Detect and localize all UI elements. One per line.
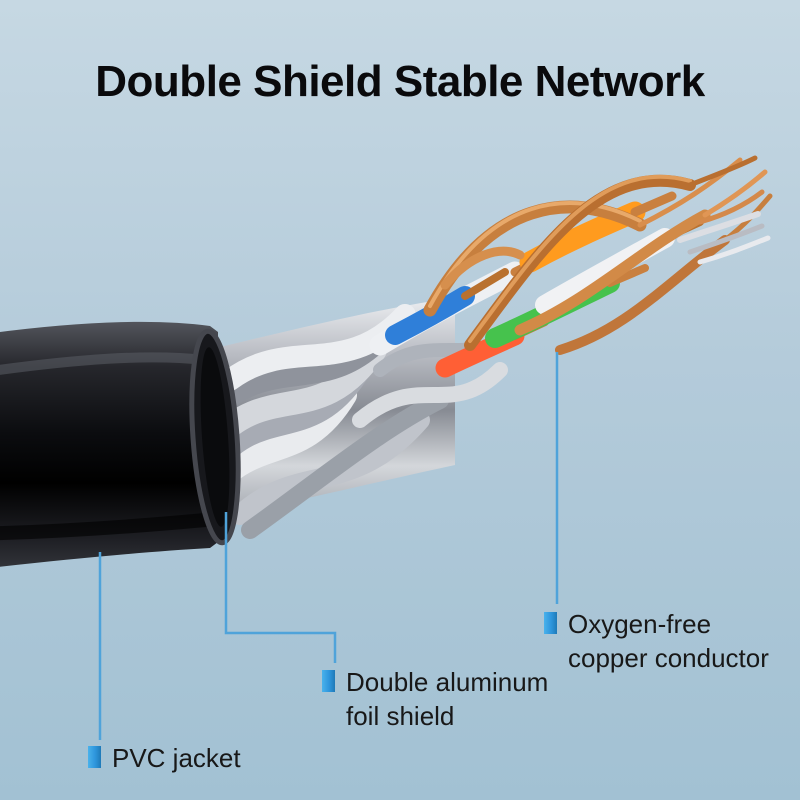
copper-arc-highlight	[428, 201, 642, 308]
callout-copper-conductor: Oxygen-free copper conductor	[544, 608, 769, 676]
silver-tip-strand	[697, 235, 771, 265]
copper-tip-strand	[687, 155, 758, 188]
copper-arc	[464, 174, 696, 351]
jacket	[0, 321, 241, 567]
wire-orange-core	[630, 191, 677, 217]
pvc-jacket-shape	[0, 321, 218, 567]
callout-pvc-jacket: PVC jacket	[88, 742, 241, 776]
callout-label-line2: copper conductor	[568, 642, 769, 673]
copper-strands	[423, 155, 773, 355]
jacket-highlight	[0, 352, 210, 375]
braid-strand	[241, 391, 449, 539]
jacket-end-hole	[200, 347, 230, 527]
jacket-shadow	[0, 513, 212, 541]
wire-green-core	[606, 264, 649, 287]
braid-strand	[352, 362, 508, 428]
copper-arc	[514, 209, 711, 336]
silver-tip-strand	[677, 211, 761, 243]
callout-marker	[322, 670, 335, 692]
leader-lines	[98, 352, 559, 740]
callout-label-line1: Double aluminum	[346, 667, 549, 697]
callout-marker	[544, 612, 557, 634]
copper-tip-strand	[697, 189, 765, 225]
copper-arc	[440, 246, 525, 290]
callout-label-line2: foil shield	[346, 700, 455, 731]
callout-label-line1: Oxygen-free	[568, 609, 712, 639]
callout-marker	[88, 746, 101, 768]
silver-tip-strand	[687, 223, 765, 255]
leader-line-foil	[224, 512, 337, 663]
headline: Double Shield Stable Network	[95, 57, 705, 106]
copper-tip-strand	[702, 169, 768, 218]
copper-arc	[555, 235, 730, 355]
callout-foil-shield: Double aluminum foil shield	[322, 666, 548, 734]
callout-label-line1: PVC jacket	[112, 743, 241, 773]
copper-arc-highlight	[468, 174, 692, 343]
wire-blue-core	[461, 268, 509, 300]
